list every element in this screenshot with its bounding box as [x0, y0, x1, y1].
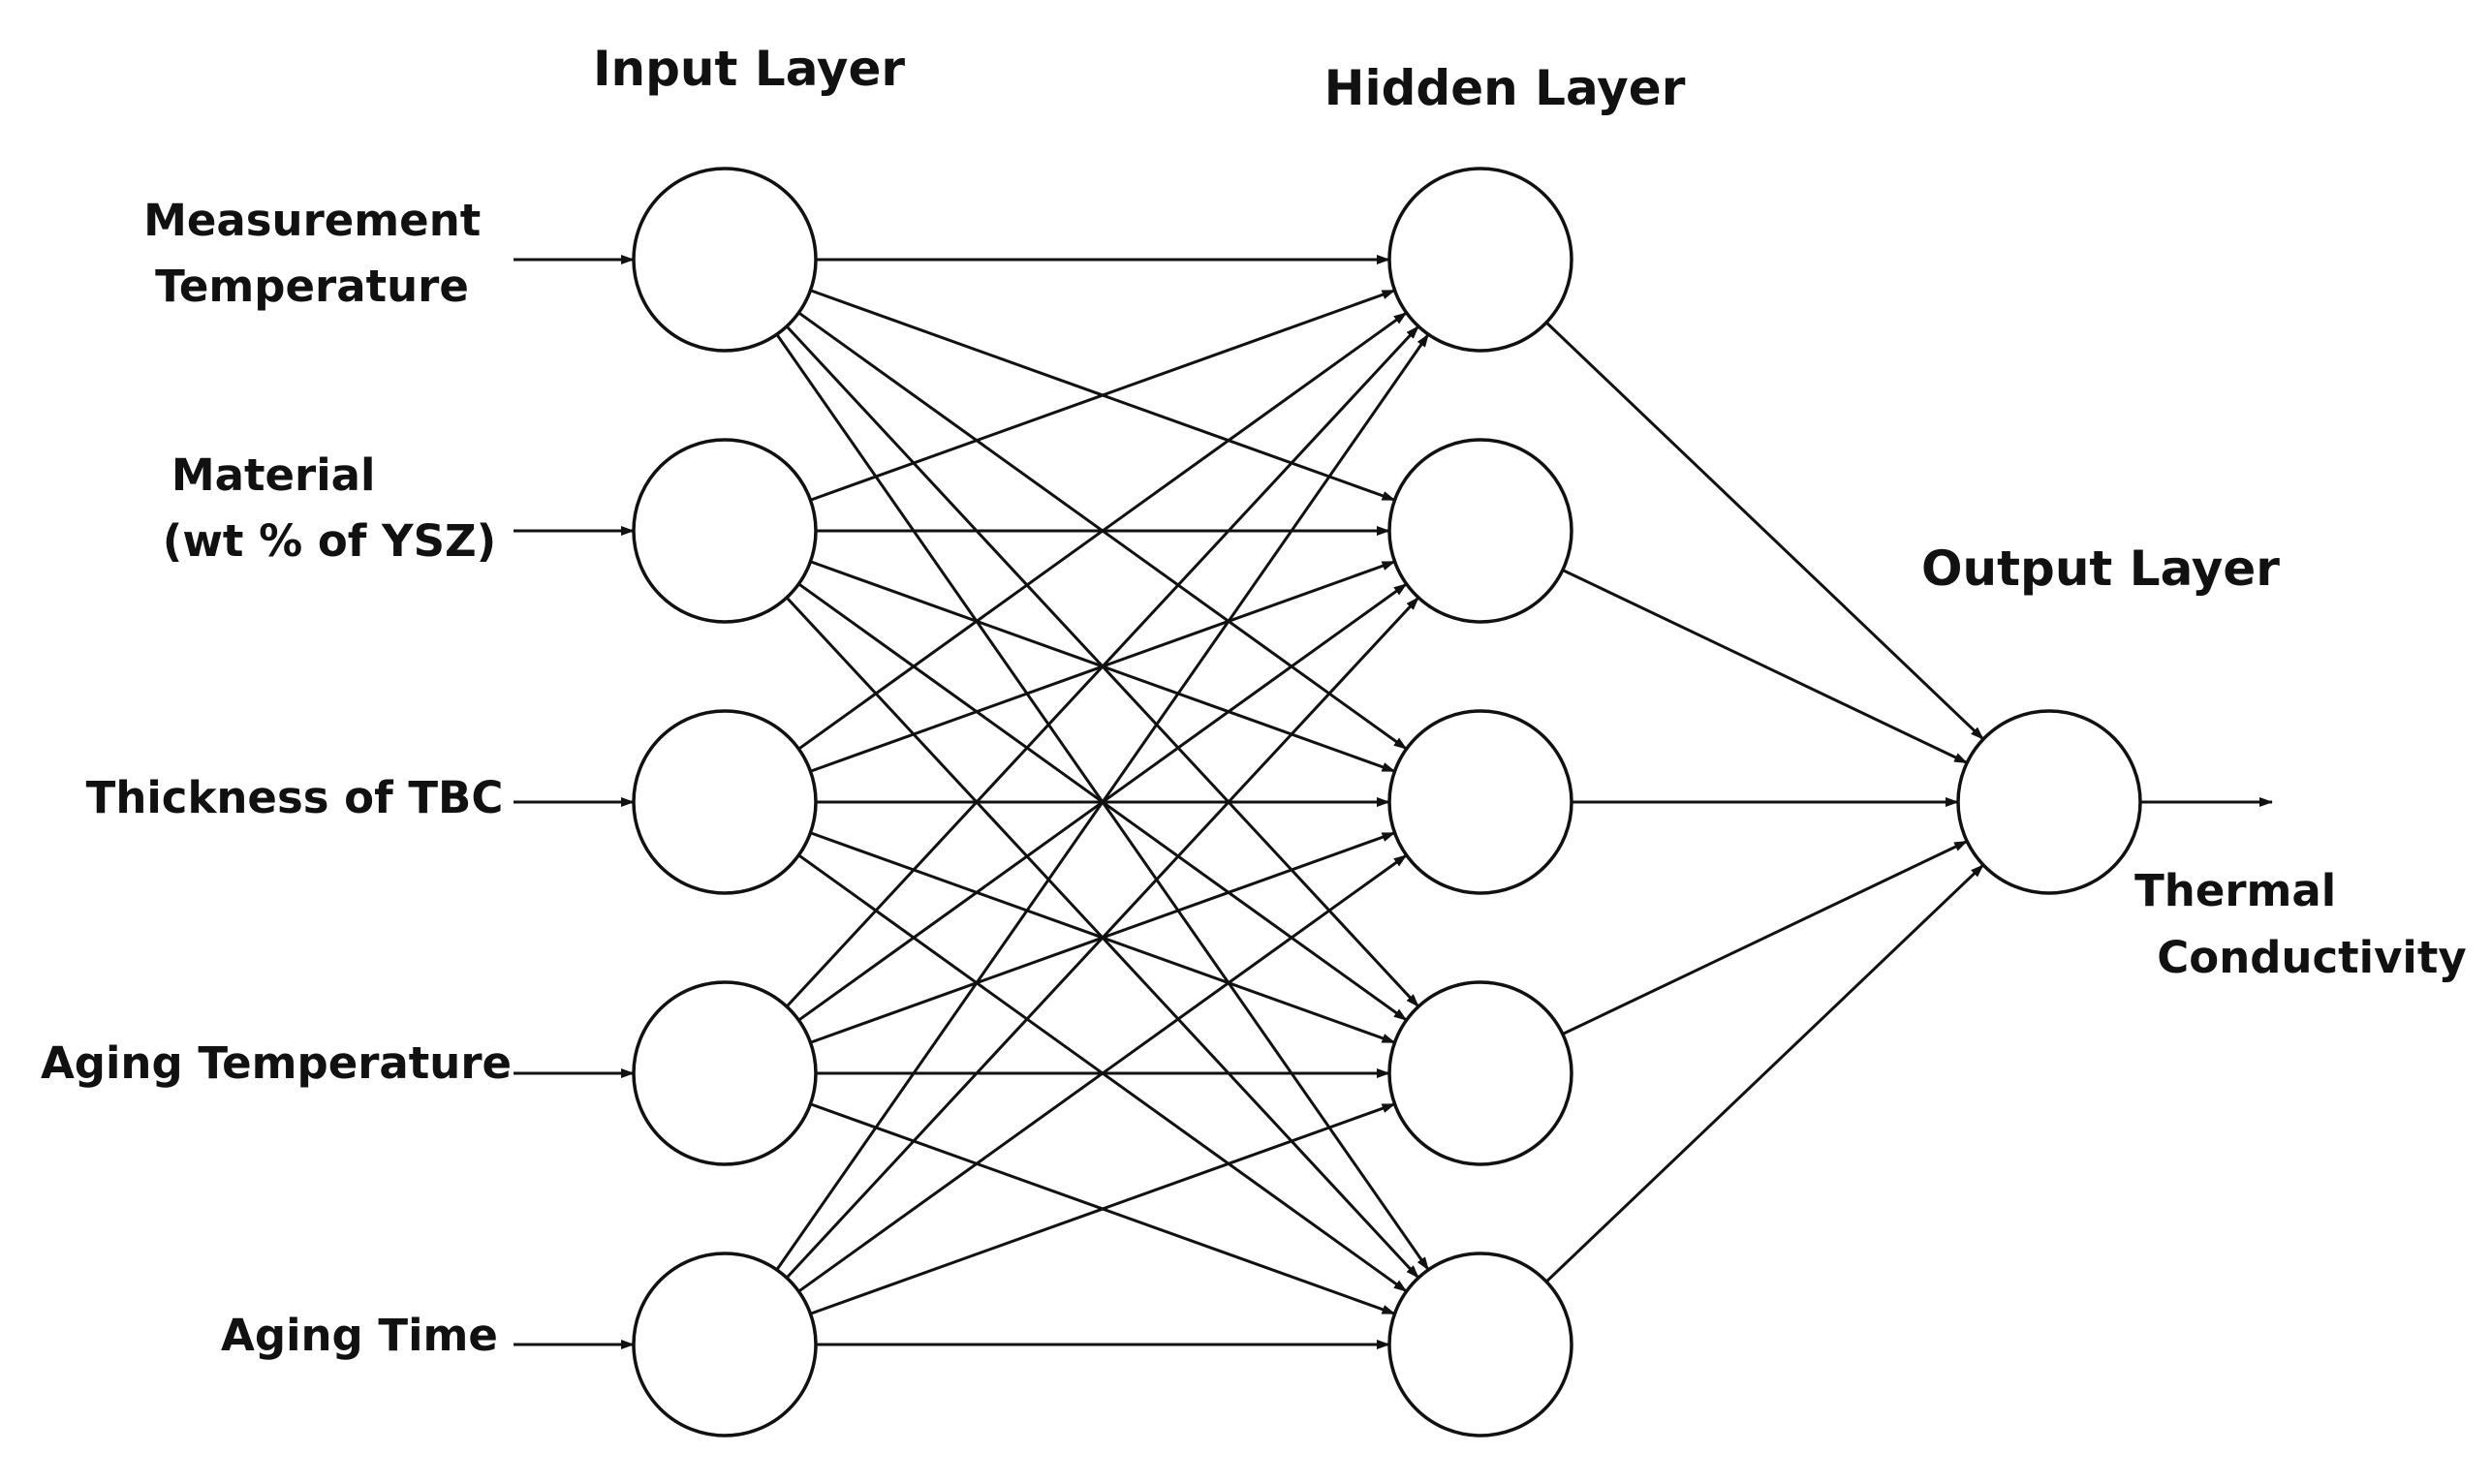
input-label-measurement-temperature: Measurement Temperature: [143, 195, 496, 312]
edge-input-4-hidden-1: [785, 325, 1420, 1008]
hidden-layer-title: Hidden Layer: [1324, 60, 1686, 116]
edge-hidden-2-output: [1562, 569, 1969, 764]
edge-input-5-hidden-4: [809, 1102, 1396, 1315]
edge-input-5-hidden-1: [775, 333, 1430, 1271]
input-node-4: [632, 980, 818, 1166]
input-label-thickness-of-tbc: Thickness of TBC: [86, 772, 504, 823]
input-label-material: Material (wt % of YSZ): [163, 449, 496, 567]
hidden-node-3: [1387, 709, 1573, 895]
edge-hidden-5-output: [1544, 863, 1985, 1283]
input-node-1: [632, 167, 818, 353]
output-node: [1956, 709, 2142, 895]
connection-edges: [514, 255, 2273, 1349]
edge-input-5-hidden-2: [785, 596, 1420, 1280]
input-label-aging-time: Aging Time: [221, 1310, 498, 1361]
hidden-node-2: [1387, 438, 1573, 624]
input-label-aging-temperature: Aging Temperature: [41, 1037, 512, 1089]
edge-input-3-hidden-1: [797, 311, 1408, 751]
output-label-thermal-conductivity: Thermal Conductivity: [2134, 865, 2467, 983]
input-node-3: [632, 709, 818, 895]
input-node-2: [632, 438, 818, 624]
input-layer-title: Input Layer: [593, 41, 905, 97]
output-layer-title: Output Layer: [1921, 541, 2280, 597]
network-nodes: [632, 167, 2142, 1438]
input-node-5: [632, 1252, 818, 1438]
hidden-node-1: [1387, 167, 1573, 353]
edge-hidden-4-output: [1562, 840, 1969, 1036]
hidden-node-5: [1387, 1252, 1573, 1438]
hidden-node-4: [1387, 980, 1573, 1166]
edge-hidden-1-output: [1544, 321, 1985, 741]
edge-input-5-hidden-3: [797, 853, 1408, 1293]
edge-input-2-hidden-1: [809, 289, 1396, 502]
